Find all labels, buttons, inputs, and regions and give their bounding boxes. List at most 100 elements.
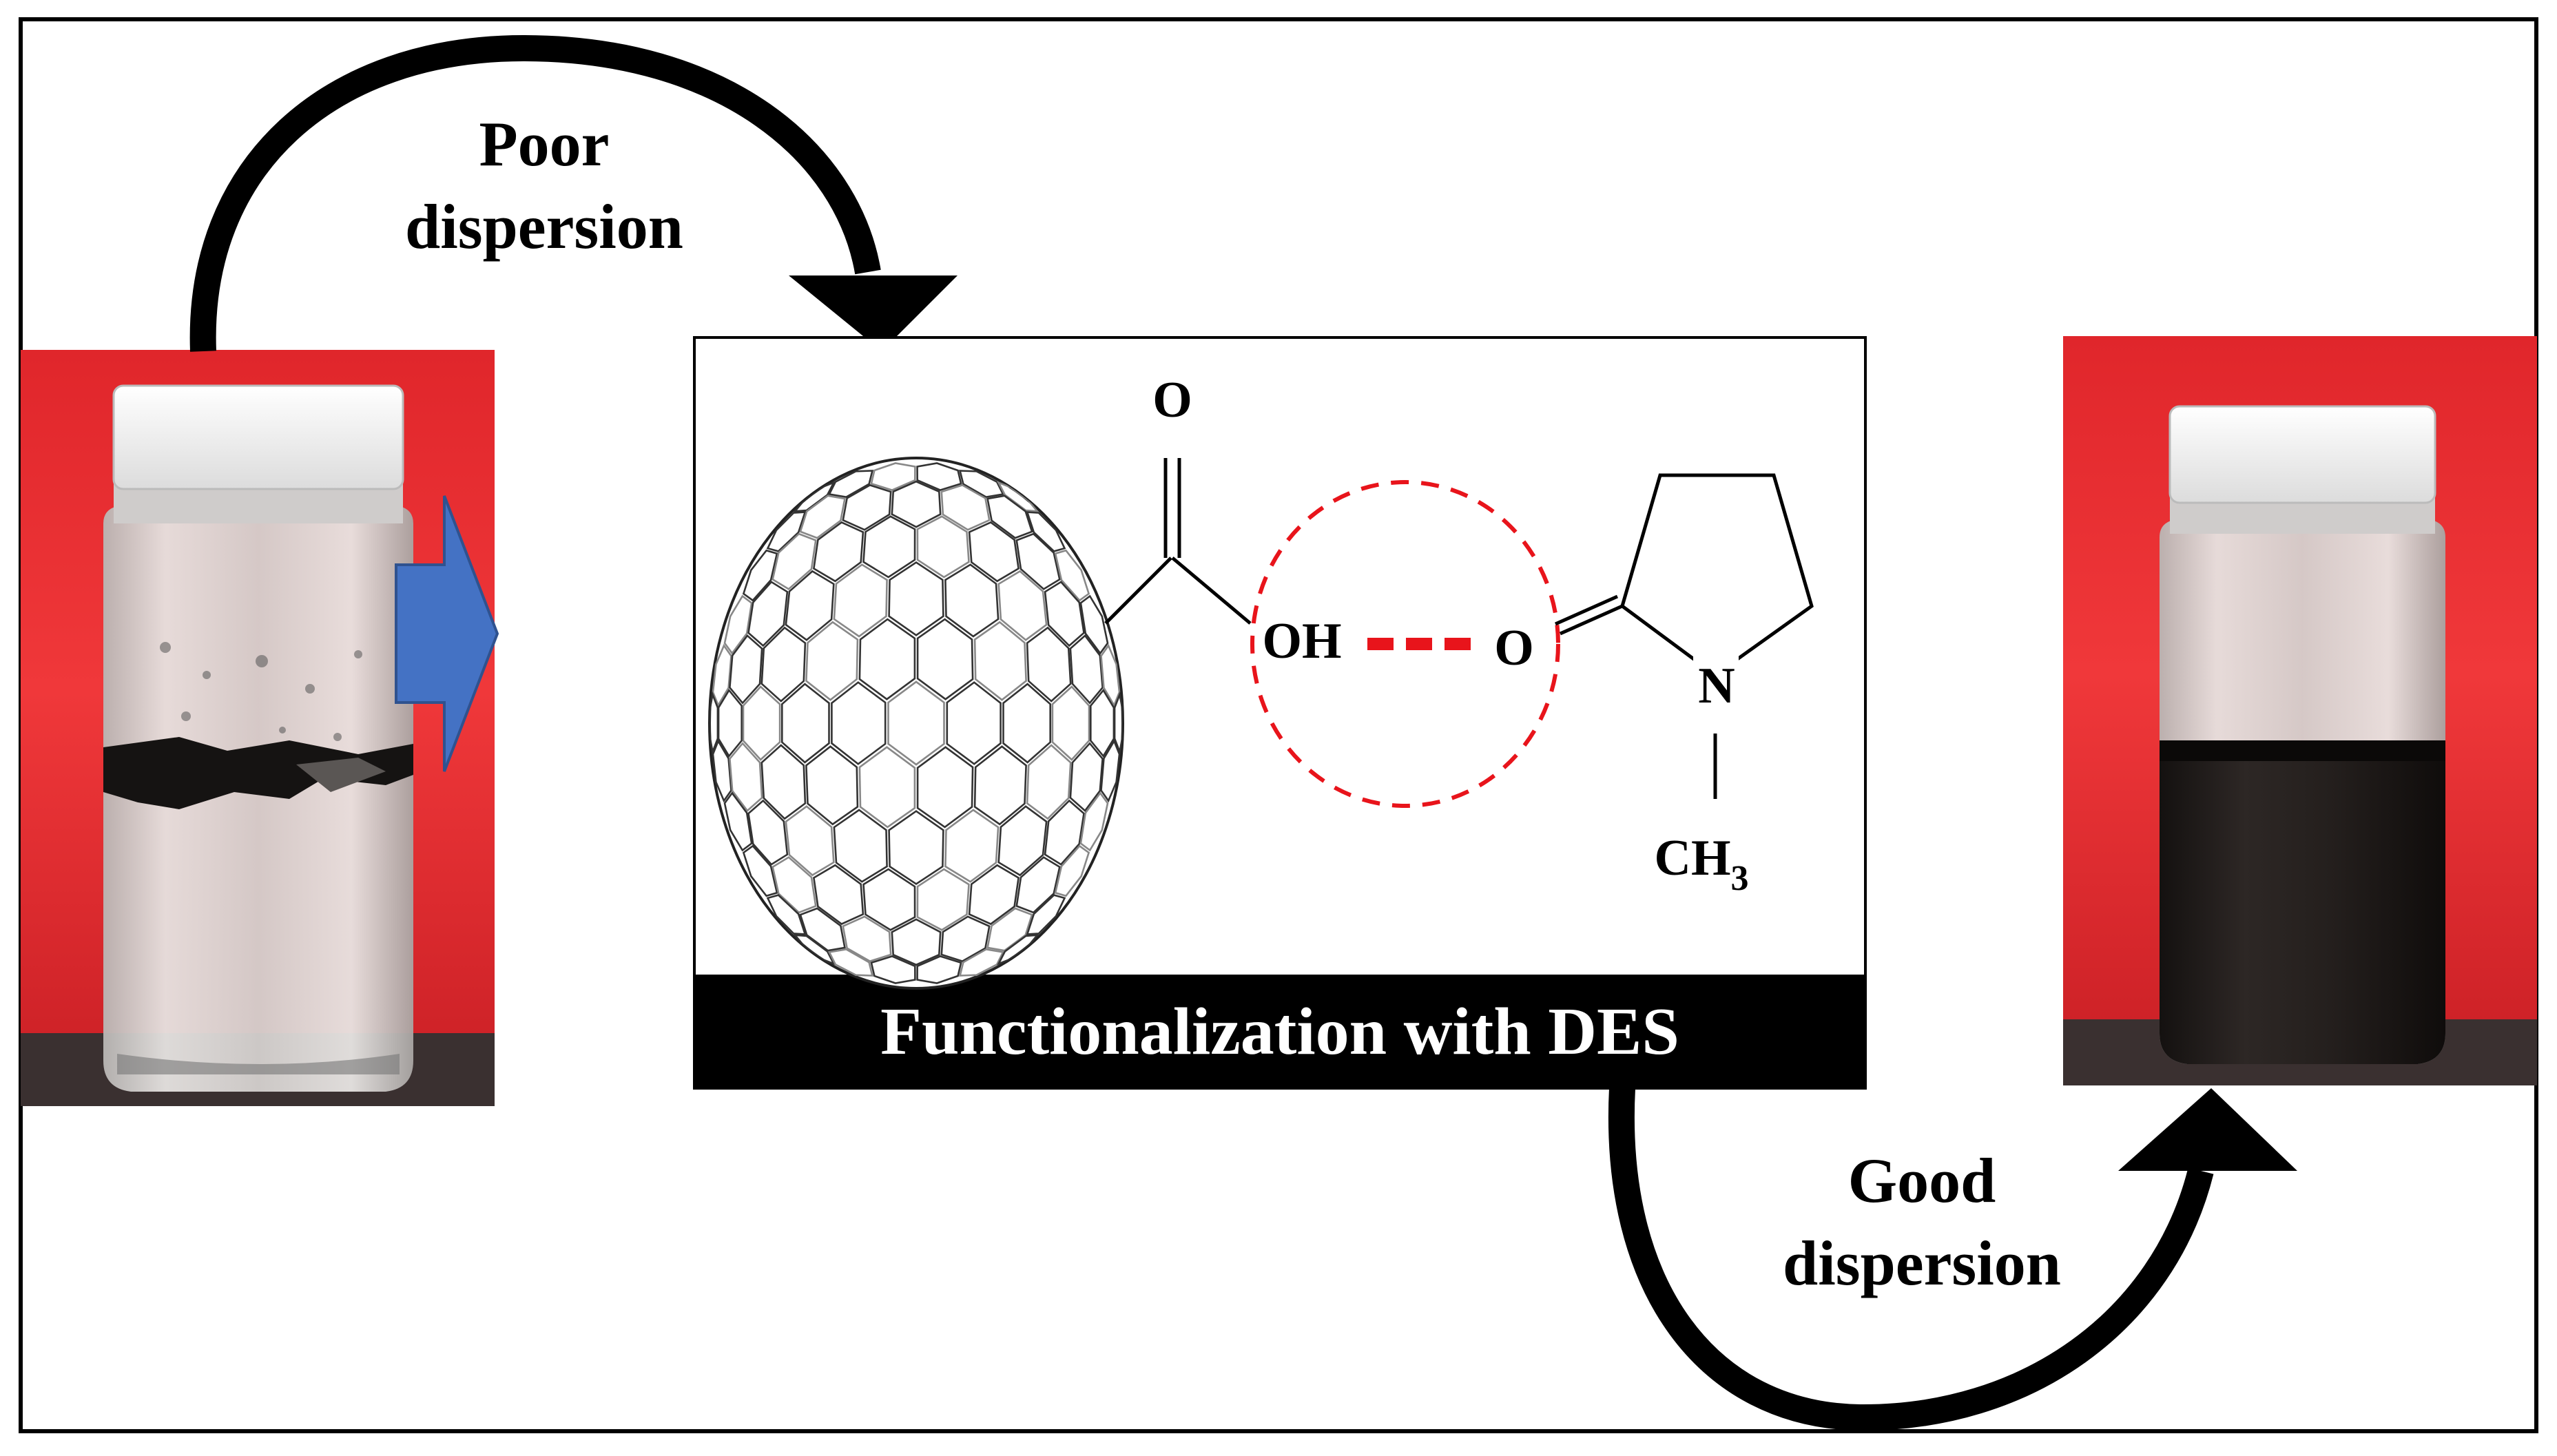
fullerene-sphere: [708, 457, 1124, 990]
fullerene-cell: [916, 746, 974, 829]
fullerene-cell: [772, 532, 817, 590]
fullerene-cell: [793, 481, 836, 512]
fullerene-cell: [812, 521, 865, 583]
fullerene-cell: [870, 462, 916, 491]
hydroxyl-label: OH: [1262, 613, 1341, 669]
fullerene-cell: [870, 955, 916, 984]
fullerene-cell: [729, 742, 763, 813]
banner: [694, 975, 1865, 1088]
fullerene-cell: [772, 856, 817, 914]
fullerene-cell: [887, 680, 945, 766]
fullerene-cell: [781, 683, 830, 764]
fullerene-cell: [1044, 581, 1085, 647]
fullerene-cell: [1026, 626, 1072, 703]
fullerene-cell: [916, 462, 962, 491]
fullerene-cell: [1015, 856, 1061, 914]
fullerene-cell: [812, 864, 865, 926]
good-dispersion-line1: Good: [1848, 1145, 1996, 1216]
fullerene-cell: [958, 948, 1005, 977]
fullerene-cell: [747, 581, 789, 647]
fullerene-cell: [827, 948, 874, 977]
methyl-label: CH3: [1655, 830, 1749, 898]
fullerene-cell: [1026, 744, 1072, 820]
fullerene-cell: [1026, 511, 1066, 552]
fullerene-cell: [862, 515, 916, 579]
banner-title: Functionalization with DES: [880, 995, 1679, 1069]
fullerene-cell: [1069, 742, 1104, 813]
fullerene-cell: [916, 868, 970, 931]
fullerene-mesh: [710, 462, 1123, 984]
fullerene-cell: [1044, 799, 1085, 866]
fullerene-cell: [712, 643, 732, 707]
fullerene-cell: [858, 618, 916, 700]
fullerene-cell: [760, 626, 807, 703]
fullerene-cell: [799, 495, 846, 539]
fullerene-cell: [833, 563, 888, 638]
fullerene-cell: [831, 681, 887, 765]
fullerene-outline: [708, 457, 1124, 990]
bottom-curved-arrow: [1608, 1088, 2297, 1431]
poor-dispersion-line1: Poor: [479, 109, 609, 179]
fullerene-cell: [946, 681, 1002, 765]
fullerene-cell: [891, 918, 942, 966]
fullerene-cell: [862, 868, 916, 931]
fullerene-cell: [916, 618, 974, 700]
fullerene-cell: [747, 799, 789, 866]
fullerene-cell: [1026, 894, 1066, 935]
fullerene-cell: [916, 955, 962, 984]
fullerene-cell: [712, 739, 732, 803]
fullerene-cell: [742, 549, 778, 602]
fullerene-cell: [717, 688, 743, 758]
fullerene-cell: [723, 791, 753, 852]
poor-dispersion-line2: dispersion: [405, 191, 683, 262]
good-dispersion-line2: dispersion: [1783, 1228, 2061, 1298]
fullerene-cell: [858, 746, 916, 829]
fullerene-cell: [1079, 791, 1109, 852]
fullerene-cell: [805, 745, 859, 826]
fullerene-cell: [973, 745, 1027, 826]
fullerene-cell: [916, 515, 970, 579]
fullerene-cell: [833, 809, 888, 883]
fullerene-cell: [997, 805, 1048, 877]
fullerene-cell: [729, 634, 763, 705]
fullerene-cell: [827, 470, 874, 498]
acceptor-o-label: O: [1494, 620, 1534, 676]
fullerene-cell: [805, 621, 859, 701]
fullerene-cell: [842, 915, 892, 963]
fullerene-cell: [996, 481, 1039, 512]
fullerene-cell: [1113, 691, 1123, 756]
fullerene-cell: [760, 744, 807, 820]
fullerene-cell: [968, 864, 1020, 926]
fullerene-cell: [944, 809, 1000, 883]
carbonyl-o-label: O: [1152, 372, 1192, 428]
fullerene-cell: [799, 907, 846, 952]
fullerene-cell: [997, 570, 1048, 641]
fullerene-cell: [723, 594, 753, 655]
fullerene-cell: [1051, 685, 1090, 761]
fullerene-cell: [1069, 634, 1104, 705]
fullerene-cell: [766, 511, 807, 552]
hbond-circle: [1250, 480, 1560, 808]
blue-arrow-icon: [395, 495, 499, 772]
fullerene-cell: [968, 521, 1020, 583]
ring-n-label: N: [1698, 658, 1735, 714]
fullerene-cell: [1015, 532, 1061, 590]
fullerene-cell: [766, 894, 807, 935]
carboxyl-bonds: [1104, 458, 1252, 625]
fullerene-cell: [1002, 683, 1051, 764]
fullerene-cell: [785, 805, 835, 877]
fullerene-cell: [986, 907, 1033, 952]
fullerene-cell: [742, 685, 781, 761]
fullerene-cell: [1100, 739, 1121, 803]
fullerene-cell: [1054, 549, 1090, 602]
fullerene-cell: [958, 470, 1005, 498]
fullerene-cell: [986, 495, 1033, 539]
left-vial-photo: [21, 350, 495, 1106]
fullerene-cell: [785, 570, 835, 641]
top-curved-arrow: [189, 34, 957, 352]
fullerene-cell: [842, 483, 892, 531]
fullerene-cell: [944, 563, 1000, 638]
fullerene-cell: [973, 621, 1027, 701]
fullerene-cell: [891, 480, 942, 528]
